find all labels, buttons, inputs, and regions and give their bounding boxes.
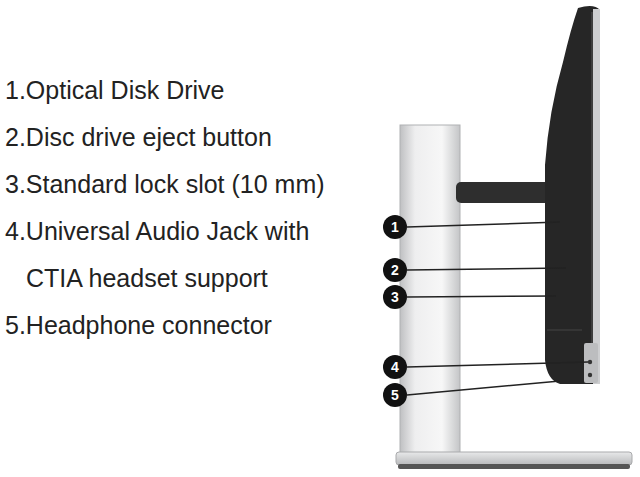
callout-text: 2: [391, 263, 399, 277]
callout-text: 4: [391, 360, 399, 374]
leader-lines: [407, 222, 588, 395]
callout-number: 5: [383, 383, 407, 407]
callout-number: 3: [383, 285, 407, 309]
callout-text: 1: [391, 220, 399, 234]
part-label: 2.Disc drive eject button: [5, 114, 337, 161]
part-label: 5.Headphone connector: [5, 302, 337, 349]
callout-text: 3: [391, 290, 399, 304]
part-label: 4.Universal Audio Jack with CTIA headset…: [5, 208, 337, 302]
callout-number: 1: [383, 215, 407, 239]
callout-number: 4: [383, 355, 407, 379]
label-list: 1.Optical Disk Drive2.Disc drive eject b…: [5, 67, 337, 349]
hinge: [456, 182, 552, 203]
callout-number: 2: [383, 258, 407, 282]
monitor: [545, 6, 600, 384]
part-label: 3.Standard lock slot (10 mm): [5, 161, 337, 208]
callout-text: 5: [391, 388, 399, 402]
part-label: 1.Optical Disk Drive: [5, 67, 337, 114]
